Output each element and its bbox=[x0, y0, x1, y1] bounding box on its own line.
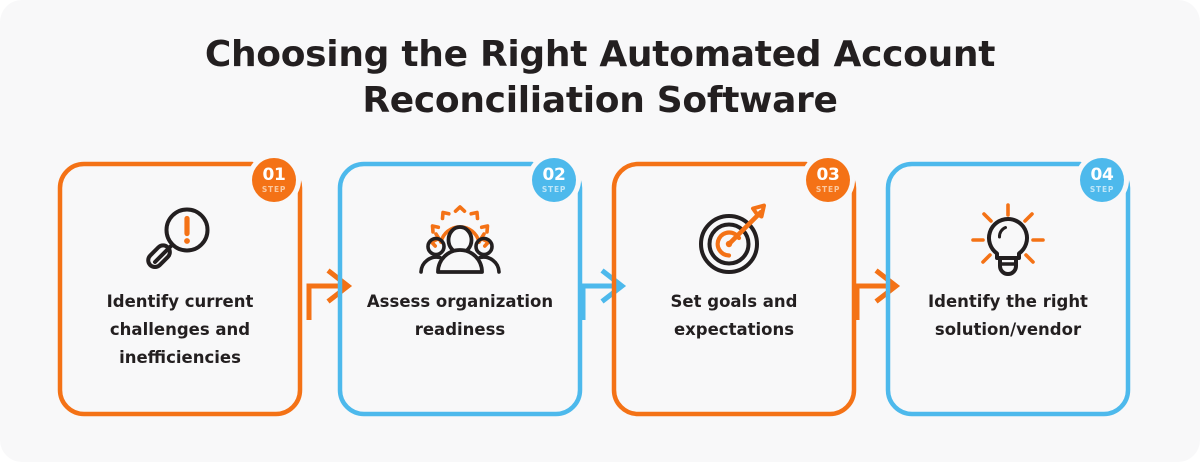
lightbulb-icon bbox=[971, 203, 1045, 276]
magnifier-exclamation-icon bbox=[146, 207, 210, 270]
step-card-2-outline bbox=[337, 161, 583, 417]
step-label-3-line-1: Set goals and bbox=[670, 292, 798, 311]
step-card-4[interactable]: 04 STEP bbox=[884, 158, 1132, 418]
page-title: Choosing the Right Automated Account Rec… bbox=[0, 32, 1200, 124]
step-label-4: Identify the right solution/vendor bbox=[900, 288, 1116, 344]
step-icon-1-wrap bbox=[56, 200, 304, 278]
step-icon-2-wrap bbox=[336, 200, 584, 278]
step-badge-3-number: 03 bbox=[816, 165, 840, 185]
step-badge-3: 03 STEP bbox=[806, 158, 850, 202]
elbow-arrow-right-icon bbox=[306, 268, 353, 321]
step-icon-3-wrap bbox=[610, 200, 858, 278]
step-label-2: Assess organization readiness bbox=[352, 288, 568, 344]
step-badge-2-word: STEP bbox=[541, 184, 567, 194]
step-label-2-line-1: Assess organization bbox=[366, 292, 554, 311]
arrow-step2-to-step3 bbox=[578, 264, 628, 321]
step-badge-4-number: 04 bbox=[1090, 165, 1114, 185]
step-badge-1: 01 STEP bbox=[252, 158, 296, 202]
step-icon-4-wrap bbox=[884, 200, 1132, 278]
step-label-1-line-3: inefficiencies bbox=[119, 348, 241, 367]
step-label-4-line-2: solution/vendor bbox=[934, 320, 1082, 339]
step-card-1[interactable]: 01 STEP Identify current challenges and … bbox=[56, 158, 304, 418]
step-label-1-line-2: challenges and bbox=[109, 320, 251, 339]
steps-row: 01 STEP Identify current challenges and … bbox=[56, 158, 1144, 418]
page-title-line-1: Choosing the Right Automated Account bbox=[204, 34, 996, 75]
step-badge-3-word: STEP bbox=[815, 184, 841, 194]
step-card-2[interactable]: 02 STEP bbox=[336, 158, 584, 418]
step-badge-2: 02 STEP bbox=[532, 158, 576, 202]
elbow-arrow-right-icon bbox=[854, 268, 901, 321]
step-label-3-line-2: expectations bbox=[673, 320, 795, 339]
target-arrow-icon bbox=[699, 203, 766, 274]
step-label-1: Identify current challenges and ineffici… bbox=[72, 288, 288, 372]
arrow-step3-to-step4 bbox=[852, 264, 902, 321]
step-badge-1-number: 01 bbox=[262, 165, 286, 185]
step-label-4-line-1: Identify the right bbox=[928, 292, 1088, 311]
page-title-line-2: Reconciliation Software bbox=[362, 80, 838, 121]
step-card-4-outline bbox=[885, 161, 1131, 417]
step-label-2-line-2: readiness bbox=[414, 320, 506, 339]
step-badge-4-word: STEP bbox=[1089, 184, 1115, 194]
step-badge-2-number: 02 bbox=[542, 165, 566, 185]
step-card-3[interactable]: 03 STEP Set goals and expectations bbox=[610, 158, 858, 418]
team-gear-icon bbox=[419, 205, 501, 274]
step-badge-1-word: STEP bbox=[261, 184, 287, 194]
step-card-1-outline bbox=[57, 161, 303, 417]
step-card-3-outline bbox=[611, 161, 857, 417]
elbow-arrow-right-icon bbox=[580, 268, 627, 321]
step-label-1-line-1: Identify current bbox=[106, 292, 254, 311]
step-label-3: Set goals and expectations bbox=[626, 288, 842, 344]
arrow-step1-to-step2 bbox=[304, 264, 354, 321]
step-badge-4: 04 STEP bbox=[1080, 158, 1124, 202]
